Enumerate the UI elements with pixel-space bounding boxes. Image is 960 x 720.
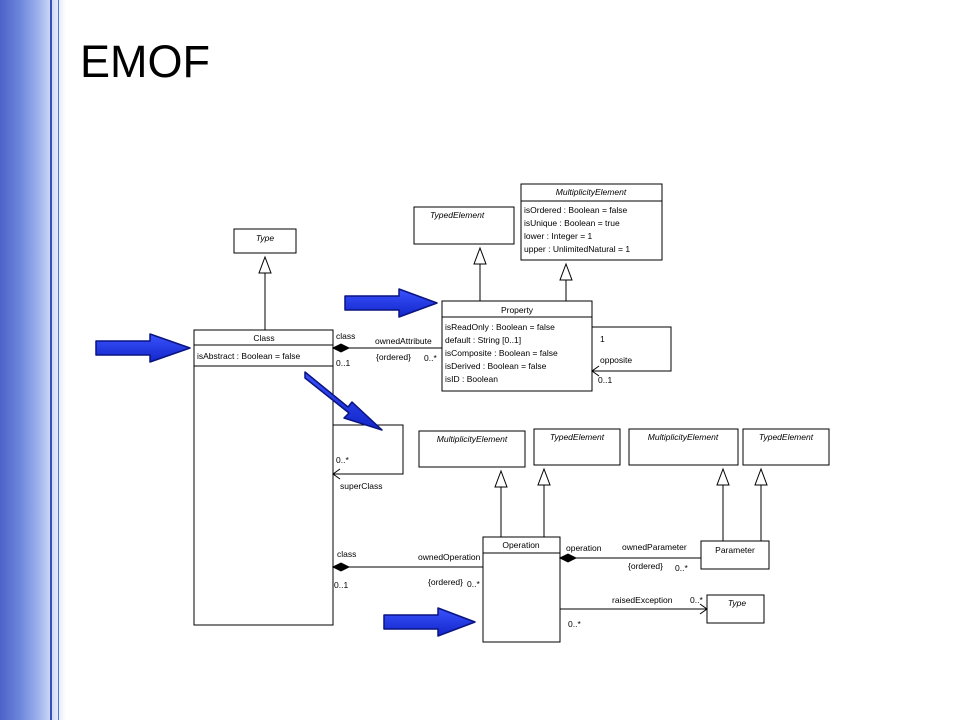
- multiplicity-label: 0..*: [336, 455, 349, 465]
- role-label: opposite: [600, 355, 632, 365]
- attribute-text: isComposite : Boolean = false: [445, 348, 558, 358]
- box-name: MultiplicityElement: [437, 434, 508, 444]
- uml-class-typed-element-top: [413, 206, 515, 245]
- constraint-label: {ordered}: [628, 561, 663, 571]
- association-labels: class 0..1 ownedAttribute {ordered} 0..*…: [334, 331, 703, 629]
- association-opposite: [592, 326, 672, 372]
- box-name: Property: [501, 305, 534, 315]
- box-name: MultiplicityElement: [556, 187, 627, 197]
- attribute-text: default : String [0..1]: [445, 335, 521, 345]
- role-label: operation: [566, 543, 602, 553]
- navigation-arrowhead: [699, 603, 708, 615]
- constraint-label: {ordered}: [376, 352, 411, 362]
- attribute-text: isAbstract : Boolean = false: [197, 351, 301, 361]
- multiplicity-label: 0..*: [675, 563, 688, 573]
- constraint-label: {ordered}: [428, 577, 463, 587]
- callout-arrow: [383, 607, 476, 637]
- attribute-text: upper : UnlimitedNatural = 1: [524, 244, 630, 254]
- multiplicity-label: 0..1: [598, 375, 612, 385]
- slide-title: EMOF: [80, 36, 210, 87]
- multiplicity-label: 0..1: [336, 358, 350, 368]
- attribute-text: isID : Boolean: [445, 374, 498, 384]
- role-label: superClass: [340, 481, 383, 491]
- uml-class-type-top: [233, 228, 297, 254]
- generalization-triangle: [258, 255, 272, 274]
- attribute-text: isReadOnly : Boolean = false: [445, 322, 555, 332]
- sidebar-line: [58, 0, 59, 720]
- attribute-text: lower : Integer = 1: [524, 231, 593, 241]
- generalization-triangle: [537, 467, 551, 486]
- role-label: ownedAttribute: [375, 336, 432, 346]
- role-label: ownedOperation: [418, 552, 481, 562]
- multiplicity-label: 0..*: [568, 619, 581, 629]
- box-name: Type: [256, 233, 275, 243]
- multiplicity-label: 0..*: [690, 595, 703, 605]
- uml-class-multiplicity-element-right: [628, 428, 739, 466]
- box-name: MultiplicityElement: [648, 432, 719, 442]
- box-name: TypedElement: [550, 432, 605, 442]
- role-label: ownedParameter: [622, 542, 687, 552]
- uml-class-parameter: [700, 540, 770, 570]
- role-label: class: [337, 549, 356, 559]
- uml-class-multiplicity-element-top: [520, 183, 663, 261]
- navigation-arrowhead: [332, 468, 341, 480]
- uml-class-class: [193, 329, 334, 626]
- slide-sidebar-decoration: [0, 0, 66, 720]
- generalization-triangle: [559, 262, 573, 281]
- box-name: Operation: [502, 540, 540, 550]
- callout-arrow: [95, 333, 191, 363]
- role-label: raisedException: [612, 595, 673, 605]
- box-texts: Type TypedElement MultiplicityElement is…: [197, 187, 814, 608]
- callout-arrows: [95, 288, 476, 637]
- attribute-text: isUnique : Boolean = true: [524, 218, 620, 228]
- composition-diamond: [558, 553, 578, 563]
- box-name: TypedElement: [759, 432, 814, 442]
- sidebar-line: [50, 0, 52, 720]
- multiplicity-label: 1: [600, 334, 605, 344]
- multiplicity-label: 0..*: [424, 353, 437, 363]
- box-name: Class: [253, 333, 274, 343]
- box-name: TypedElement: [430, 210, 485, 220]
- callout-arrow: [304, 371, 383, 431]
- multiplicity-label: 0..*: [467, 579, 480, 589]
- navigation-arrowhead: [591, 365, 600, 377]
- composition-diamond: [331, 343, 351, 353]
- box-name: Parameter: [715, 545, 755, 555]
- attribute-text: isOrdered : Boolean = false: [524, 205, 628, 215]
- uml-class-operation: [482, 536, 561, 643]
- generalization-edges: [258, 246, 768, 541]
- callout-arrow: [344, 288, 438, 318]
- box-name: Type: [728, 598, 747, 608]
- generalization-triangle: [473, 246, 487, 265]
- role-label: class: [336, 331, 355, 341]
- generalization-triangle: [716, 467, 730, 486]
- composition-diamond: [331, 562, 351, 572]
- uml-class-multiplicity-element-mid: [418, 430, 526, 468]
- generalization-triangle: [494, 469, 508, 488]
- generalization-triangle: [754, 467, 768, 486]
- multiplicity-label: 0..1: [334, 580, 348, 590]
- uml-class-property: [441, 300, 593, 392]
- uml-class-typed-element-right: [742, 428, 830, 466]
- attribute-text: isDerived : Boolean = false: [445, 361, 547, 371]
- uml-class-typed-element-mid: [533, 428, 621, 466]
- association-superclass: [333, 424, 404, 475]
